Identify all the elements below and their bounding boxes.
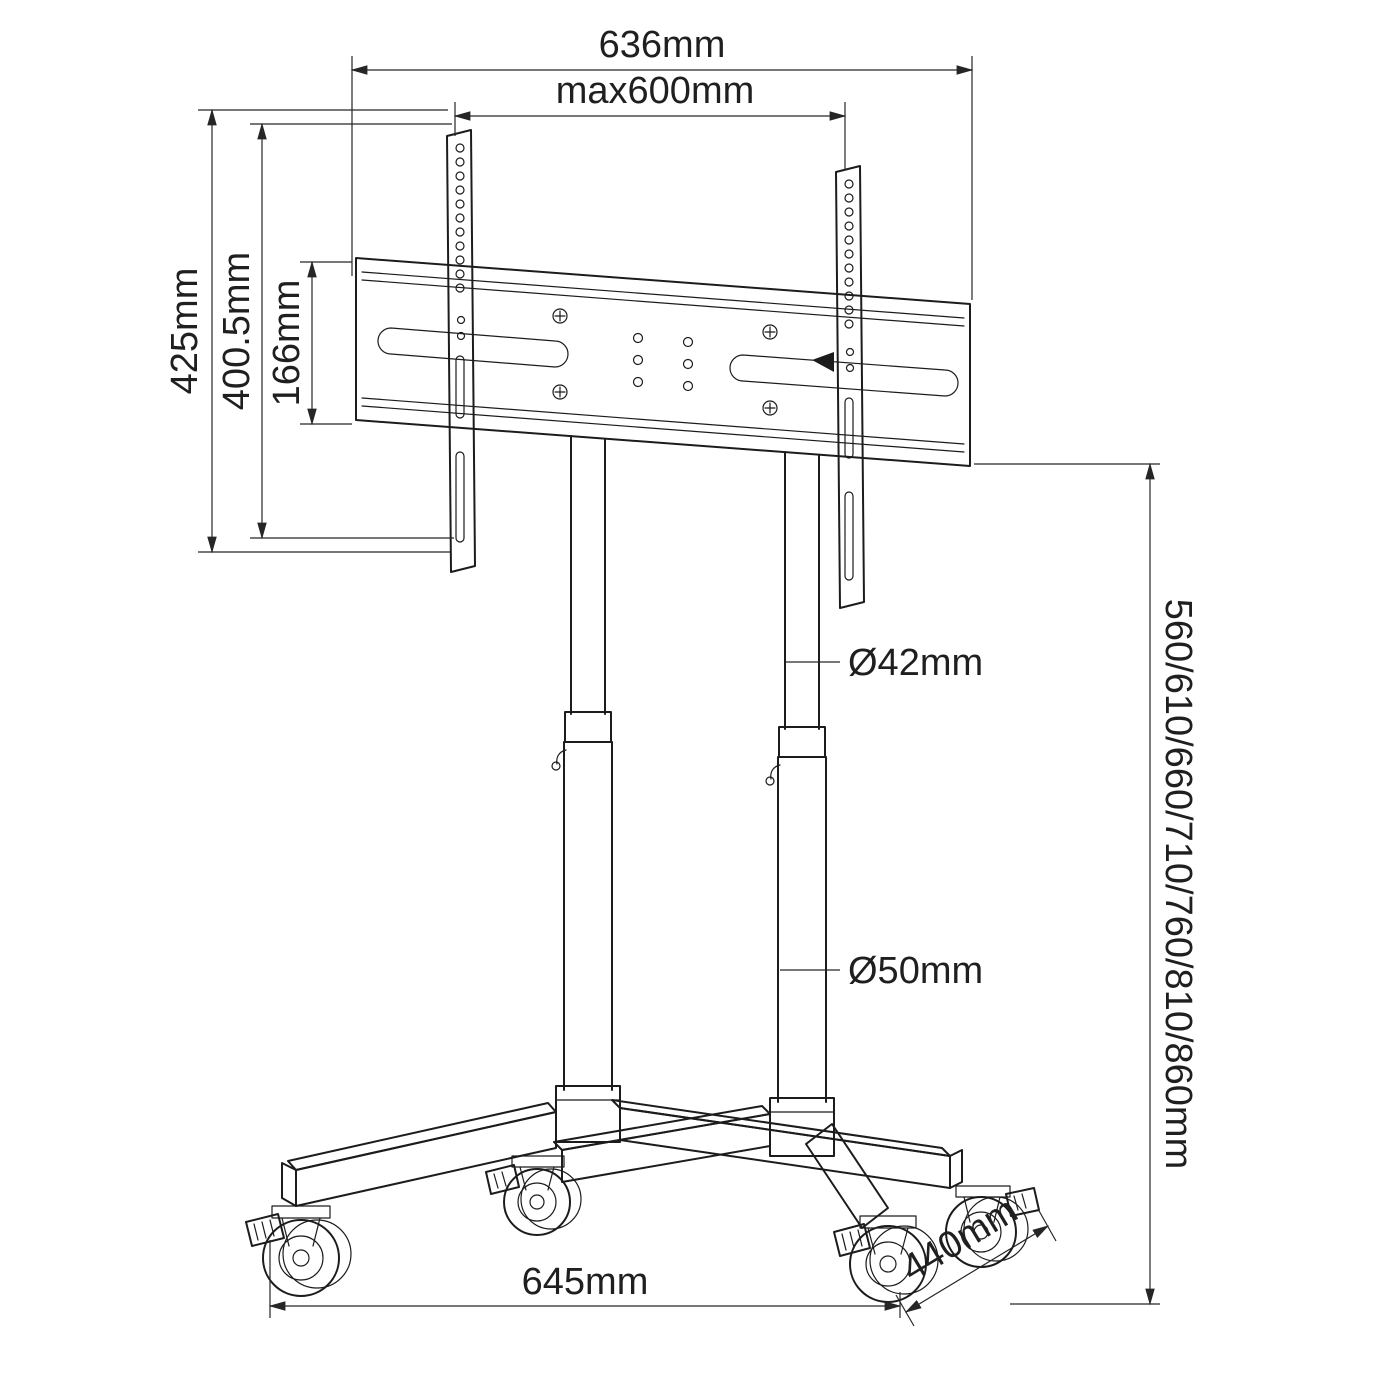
- mounting-screws: [552, 308, 778, 416]
- vesa-crossbar: [355, 257, 971, 467]
- dim-crossbar-height: 166mm: [266, 260, 352, 426]
- dim-adjustable-heights: 560/610/660/710/760/810/860mm: [974, 462, 1199, 1306]
- dim-base-width-label: 645mm: [522, 1261, 649, 1303]
- latch-mark: [812, 352, 834, 372]
- dim-base-width: 645mm: [268, 1240, 902, 1318]
- dim-vesa-width: max600mm: [453, 70, 847, 170]
- right-vesa-rail: [835, 165, 865, 609]
- right-column-hub: [769, 1097, 835, 1157]
- dim-rail-inner-label: 400.5mm: [216, 252, 258, 410]
- left-vesa-rail: [446, 129, 476, 573]
- right-column: [765, 451, 827, 1103]
- brake-pedal: [245, 1213, 285, 1247]
- dim-base-depth: 440mm: [895, 1189, 1057, 1327]
- dim-rail-inner: 400.5mm: [216, 122, 454, 540]
- dim-upper-pole: Ø42mm: [786, 642, 983, 684]
- dimension-annotations: 636mm max600mm 425mm 400.5mm: [164, 24, 1199, 1327]
- dim-upper-pole-label: Ø42mm: [848, 642, 983, 684]
- brake-pedal: [833, 1223, 871, 1257]
- dim-rail-outer-label: 425mm: [164, 268, 206, 395]
- dim-vesa-width-label: max600mm: [556, 70, 755, 112]
- left-column: [551, 435, 613, 1091]
- dim-lower-pole: Ø50mm: [780, 950, 983, 992]
- base-legs: [281, 1085, 963, 1229]
- left-column-hub: [555, 1085, 621, 1143]
- caster-front-left: [245, 1205, 352, 1297]
- dim-top-width-label: 636mm: [599, 24, 726, 66]
- brake-pedal: [485, 1164, 520, 1195]
- dim-crossbar-label: 166mm: [266, 280, 308, 407]
- center-vesa-holes: [632, 332, 694, 392]
- dim-lower-pole-label: Ø50mm: [848, 950, 983, 992]
- dim-heights-label: 560/610/660/710/760/810/860mm: [1157, 599, 1199, 1169]
- dim-rail-outer: 425mm: [164, 108, 450, 554]
- dim-top-width: 636mm: [350, 24, 974, 300]
- caster-rear-left: [485, 1155, 582, 1236]
